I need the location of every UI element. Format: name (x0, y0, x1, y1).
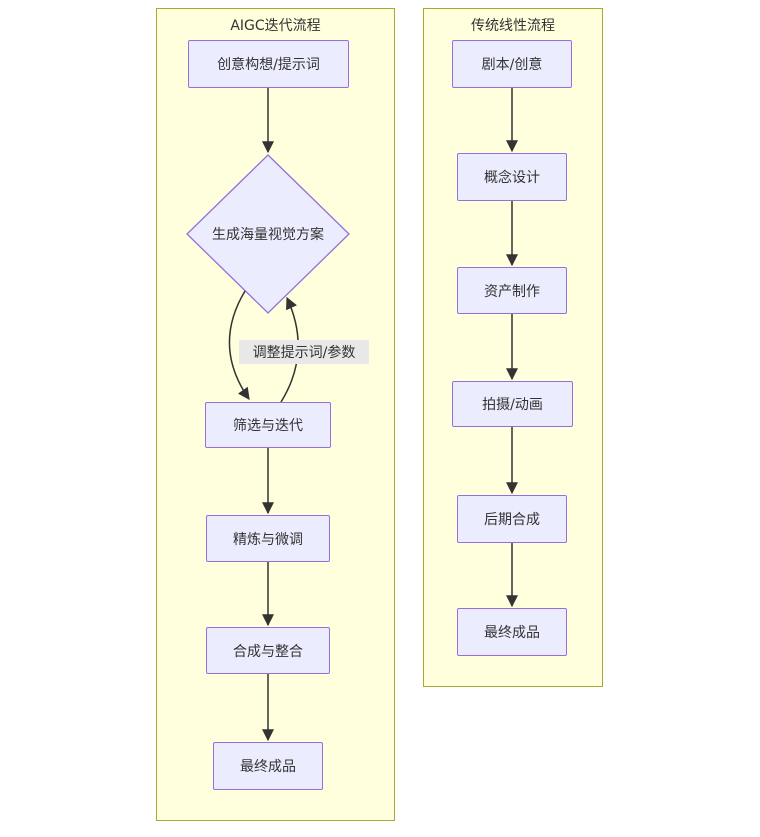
node-creative-prompt: 创意构想/提示词 (188, 40, 349, 88)
node-final-product-aigc: 最终成品 (213, 742, 323, 790)
node-screening-iteration: 筛选与迭代 (205, 402, 331, 448)
node-post-compositing: 后期合成 (457, 495, 567, 543)
cluster-aigc-title: AIGC迭代流程 (230, 18, 321, 34)
cluster-traditional-title: 传统线性流程 (471, 18, 555, 34)
node-final-product-traditional: 最终成品 (457, 608, 567, 656)
node-mass-visuals-diamond-shape (186, 154, 350, 314)
node-mass-visuals-diamond-label: 生成海量视觉方案 (212, 227, 324, 243)
edge-generate-to-screening (228, 290, 250, 400)
node-refinement-finetune: 精炼与微调 (206, 515, 330, 562)
node-asset-production: 资产制作 (457, 267, 567, 314)
cluster-traditional: 传统线性流程 (423, 8, 603, 687)
node-script-idea: 剧本/创意 (452, 40, 572, 88)
node-concept-design: 概念设计 (457, 153, 567, 201)
node-shooting-animation: 拍摄/动画 (452, 381, 573, 427)
node-composition-integration: 合成与整合 (206, 627, 330, 674)
edge-label-adjust-prompt-params: 调整提示词/参数 (239, 340, 369, 364)
